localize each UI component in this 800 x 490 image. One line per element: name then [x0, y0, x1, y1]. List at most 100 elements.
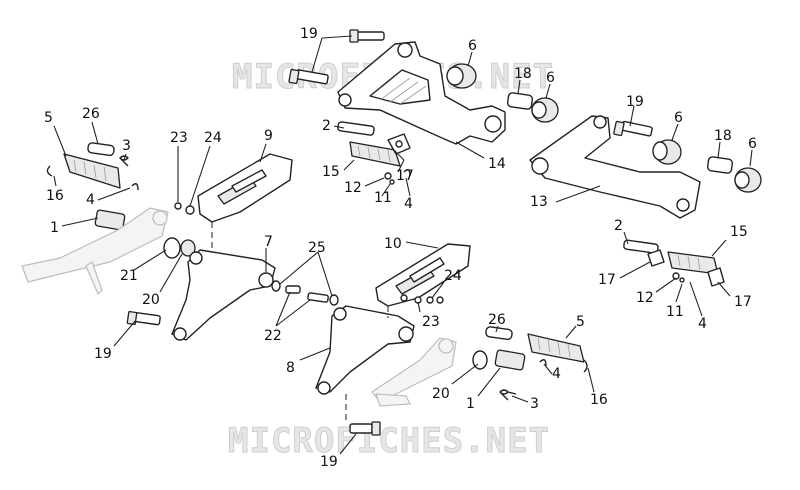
callout-6: 6 — [546, 70, 555, 86]
callout-26: 26 — [488, 312, 506, 328]
bushing-1-right — [494, 349, 526, 371]
bolt-19-bottom — [349, 421, 381, 436]
callout-23: 23 — [170, 130, 188, 146]
callout-4: 4 — [86, 192, 95, 208]
shift-lever-ghost-left — [21, 207, 169, 296]
washer-11-right — [679, 277, 685, 283]
callout-20: 20 — [432, 386, 450, 402]
callout-1: 1 — [466, 396, 475, 412]
bushing-6-b — [531, 97, 559, 123]
screws-24-23-right — [400, 294, 444, 304]
washer-25-a — [271, 280, 281, 292]
callout-6: 6 — [674, 110, 683, 126]
washer-11-upper — [389, 179, 395, 185]
pin-2-upper — [337, 121, 375, 136]
callout-labels: 19 6 18 6 2 15 12 11 17 4 14 19 6 18 6 1… — [44, 26, 757, 470]
footpeg-15-upper — [349, 141, 401, 167]
callout-7: 7 — [264, 234, 273, 250]
footpeg-5-left — [63, 153, 121, 189]
callout-3: 3 — [122, 138, 131, 154]
leader-lines — [53, 35, 753, 455]
callout-15: 15 — [322, 164, 340, 180]
spring-12-upper — [384, 172, 392, 180]
callout-4: 4 — [698, 316, 707, 332]
spring-12-right — [672, 272, 680, 280]
bolt-19-lower-left — [126, 310, 161, 326]
bushing-6-d — [734, 167, 762, 193]
callout-4: 4 — [552, 366, 561, 382]
watermark-bottom: MICROFICHES.NET — [228, 421, 550, 461]
bracket-7 — [171, 249, 276, 341]
ball-16-left — [46, 165, 53, 177]
callout-23: 23 — [422, 314, 440, 330]
heel-guard-9 — [197, 153, 293, 223]
callout-13: 13 — [530, 194, 548, 210]
callout-5: 5 — [44, 110, 53, 126]
callout-6: 6 — [748, 136, 757, 152]
callout-5: 5 — [576, 314, 585, 330]
washer-24-left — [185, 205, 195, 215]
spacer-18-b — [706, 156, 734, 174]
bolt-22-b — [307, 292, 329, 303]
bolt-19-top — [349, 29, 385, 43]
heel-guard-10 — [375, 243, 471, 307]
callout-16: 16 — [590, 392, 608, 408]
callout-22: 22 — [264, 328, 282, 344]
callout-6: 6 — [468, 38, 477, 54]
bushing-6-c — [652, 139, 682, 165]
bracket-13 — [529, 115, 701, 219]
callout-16: 16 — [46, 188, 64, 204]
bolt-19-right — [613, 120, 653, 137]
callout-18: 18 — [514, 66, 532, 82]
bushing-20-left — [163, 237, 196, 259]
callout-4: 4 — [404, 196, 413, 212]
callout-15: 15 — [730, 224, 748, 240]
screw-23-left — [174, 202, 182, 210]
ball-16-right — [583, 359, 588, 373]
bolt-22-a — [285, 285, 301, 294]
callout-2: 2 — [614, 218, 623, 234]
assembly-lines — [211, 222, 389, 422]
callout-19: 19 — [300, 26, 318, 42]
bolt-19-left — [288, 68, 329, 85]
bushing-6-a — [446, 63, 477, 89]
brake-lever-ghost-right — [371, 337, 457, 407]
callout-11: 11 — [374, 190, 392, 206]
callout-12: 12 — [636, 290, 654, 306]
callout-10: 10 — [384, 236, 402, 252]
callout-19: 19 — [94, 346, 112, 362]
callout-19: 19 — [320, 454, 338, 470]
callout-18: 18 — [714, 128, 732, 144]
bushing-1-left — [94, 209, 126, 231]
washer-25-b — [329, 294, 339, 306]
footpeg-5-right — [527, 333, 585, 363]
plate-17-right-a — [647, 249, 665, 267]
pin-2-right — [623, 239, 659, 254]
callout-17: 17 — [396, 168, 414, 184]
callout-8: 8 — [286, 360, 295, 376]
callout-26: 26 — [82, 106, 100, 122]
clip-4-upper — [403, 169, 411, 177]
callout-21: 21 — [120, 268, 138, 284]
clip-4-left — [131, 183, 139, 191]
callout-17: 17 — [734, 294, 752, 310]
bracket-8 — [315, 305, 415, 395]
callout-2: 2 — [322, 118, 331, 134]
callout-25: 25 — [308, 240, 326, 256]
callout-19: 19 — [626, 94, 644, 110]
callout-20: 20 — [142, 292, 160, 308]
callout-11: 11 — [666, 304, 684, 320]
pin-26-right — [485, 326, 513, 341]
callout-12: 12 — [344, 180, 362, 196]
spring-3-left — [119, 155, 129, 167]
callout-9: 9 — [264, 128, 273, 144]
callout-24: 24 — [444, 268, 462, 284]
callout-1: 1 — [50, 220, 59, 236]
bracket-14 — [337, 41, 506, 145]
callout-24: 24 — [204, 130, 222, 146]
pin-26-left — [87, 142, 115, 157]
callout-17: 17 — [598, 272, 616, 288]
spacer-18-a — [506, 92, 534, 110]
spring-3-right — [499, 389, 517, 401]
